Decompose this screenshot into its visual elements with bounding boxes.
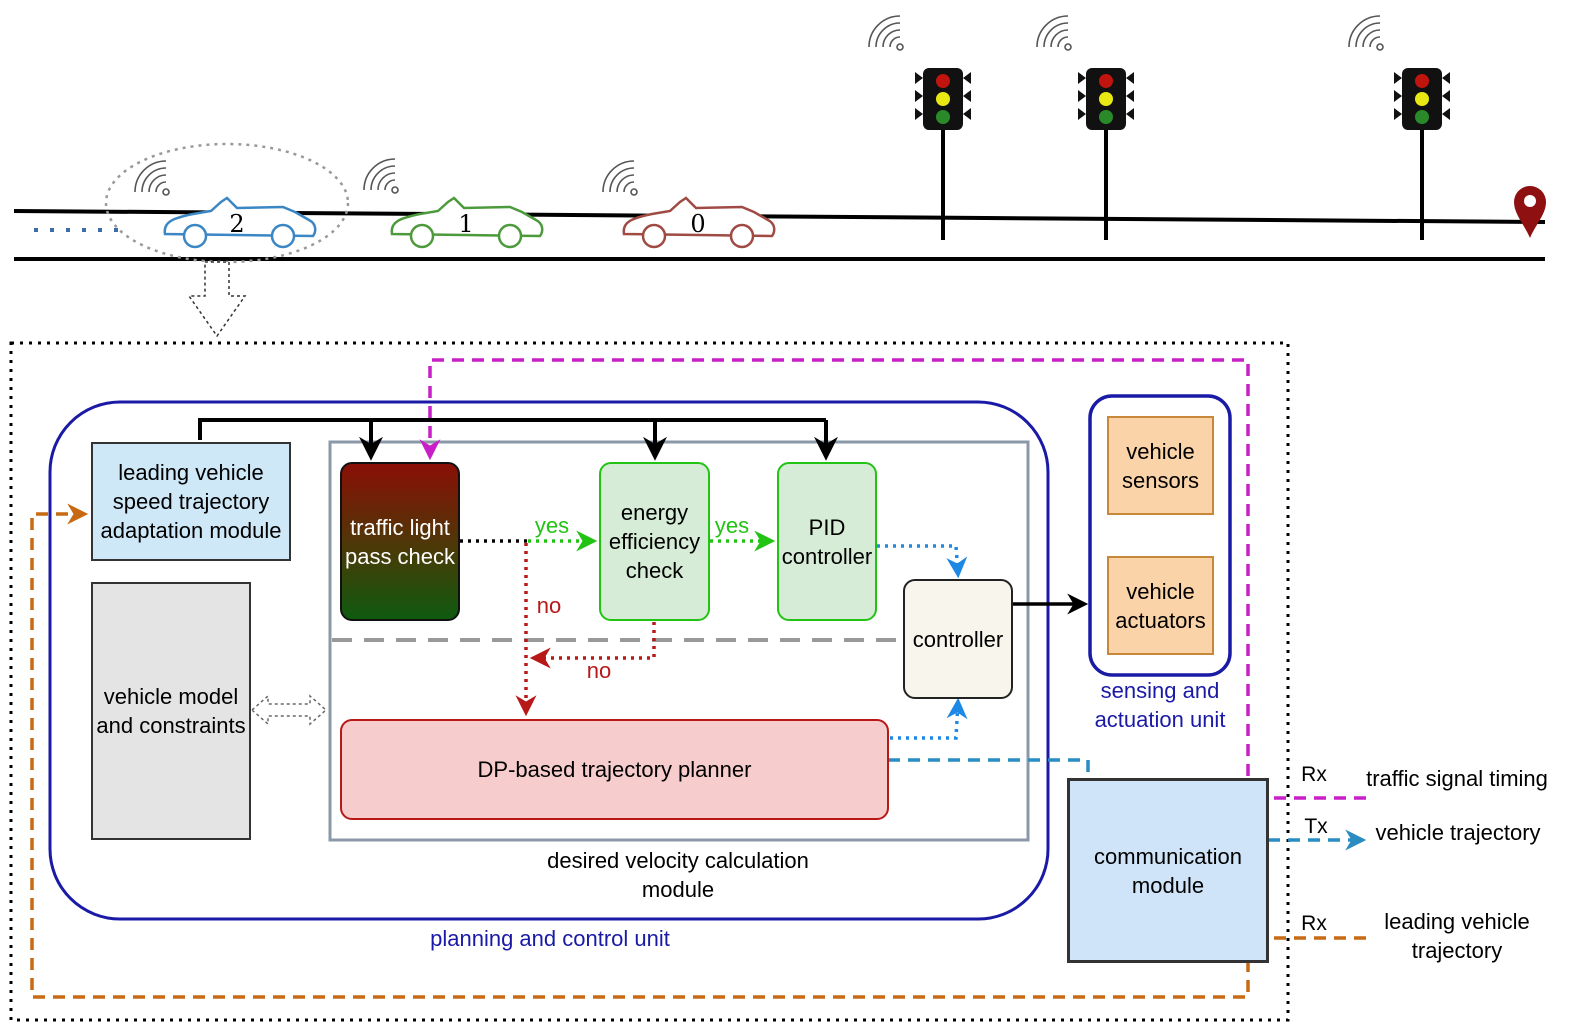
vehicle-trajectory-label: vehicle trajectory: [1375, 819, 1541, 845]
dp-planner-label: DP-based trajectory planner: [477, 757, 752, 782]
pid-controller: PID controller: [777, 462, 877, 621]
vehicle-sensors-label: vehicle sensors: [1121, 438, 1200, 493]
desired-velocity-module-label: desired velocity calculation module: [547, 848, 809, 902]
vehicle-0: 0: [622, 196, 776, 249]
energy-check-label: energy efficiency check: [608, 500, 701, 583]
vehicle-2: 2: [163, 196, 317, 249]
vehicle-0-label: 0: [690, 210, 705, 238]
controller-label: controller: [912, 626, 1004, 652]
wifi-icon-vehicle-0: [602, 160, 638, 196]
vehicle-sensors-block: vehicle sensors: [1107, 416, 1214, 515]
sensing-actuation-unit-label: sensing and actuation unit: [1094, 678, 1226, 732]
traffic-light-icon-2: [1078, 68, 1134, 130]
communication-module: communication module: [1067, 778, 1269, 963]
desired-velocity-module-border: [328, 440, 1030, 842]
leading-vehicle-module-label: leading vehicle speed trajectory adaptat…: [100, 460, 282, 543]
system-frame: [9, 341, 1290, 1022]
wifi-icon-light-3: [1348, 15, 1384, 51]
yes-label-1: yes: [534, 512, 570, 538]
traffic-light-icon-1: [915, 68, 971, 130]
no-label-2: no: [586, 657, 612, 683]
model-exchange-arrow: [250, 694, 328, 726]
controller-block: controller: [903, 579, 1013, 699]
tx-label: Tx: [1304, 814, 1328, 838]
planner-to-controller-arrow: [890, 697, 968, 740]
no-label-1: no: [536, 592, 562, 618]
destination-pin-icon: [1514, 186, 1546, 238]
traffic-signal-timing-label: traffic signal timing: [1366, 765, 1548, 791]
zoom-down-arrow: [187, 261, 247, 338]
dp-trajectory-planner: DP-based trajectory planner: [340, 719, 889, 820]
vehicle-2-label: 2: [229, 210, 244, 238]
yes-label-2: yes: [714, 512, 750, 538]
wifi-icon-vehicle-1: [363, 158, 399, 194]
leading-vehicle-module: leading vehicle speed trajectory adaptat…: [91, 442, 291, 561]
traffic-light-check-label: traffic light pass check: [344, 514, 456, 569]
planning-control-unit-label: planning and control unit: [430, 925, 670, 951]
vehicle-model-label: vehicle model and constraints: [96, 684, 246, 738]
planning-control-unit-border: [48, 400, 1050, 921]
pid-controller-label: PID controller: [781, 514, 873, 569]
rx-label-2: Rx: [1301, 911, 1327, 935]
road-scene: 2 1 0: [13, 15, 1546, 338]
vehicle-1: 1: [390, 196, 544, 249]
vehicle-actuators-block: vehicle actuators: [1107, 556, 1214, 655]
vehicle-actuators-label: vehicle actuators: [1115, 578, 1206, 633]
leading-trajectory-path: [30, 503, 1366, 999]
pid-to-controller-arrow: [877, 544, 968, 579]
vehicle-1-label: 1: [458, 210, 473, 238]
sensing-actuation-unit-border: [1088, 394, 1232, 677]
wifi-icon-light-2: [1036, 15, 1072, 51]
traffic-light-pass-check: traffic light pass check: [340, 462, 460, 621]
signal-timing-path: [419, 358, 1366, 800]
rx-label-1: Rx: [1301, 762, 1327, 786]
broadcast-bus: [198, 418, 838, 461]
communication-module-label: communication module: [1094, 843, 1242, 898]
leading-vehicle-trajectory-label: leading vehicle trajectory: [1384, 909, 1530, 963]
wifi-icon-light-1: [868, 15, 904, 51]
vehicle-model-block: vehicle model and constraints: [91, 582, 251, 840]
traffic-light-icon-3: [1394, 68, 1450, 130]
wifi-icon-vehicle-2: [134, 160, 170, 196]
energy-efficiency-check: energy efficiency check: [599, 462, 710, 621]
